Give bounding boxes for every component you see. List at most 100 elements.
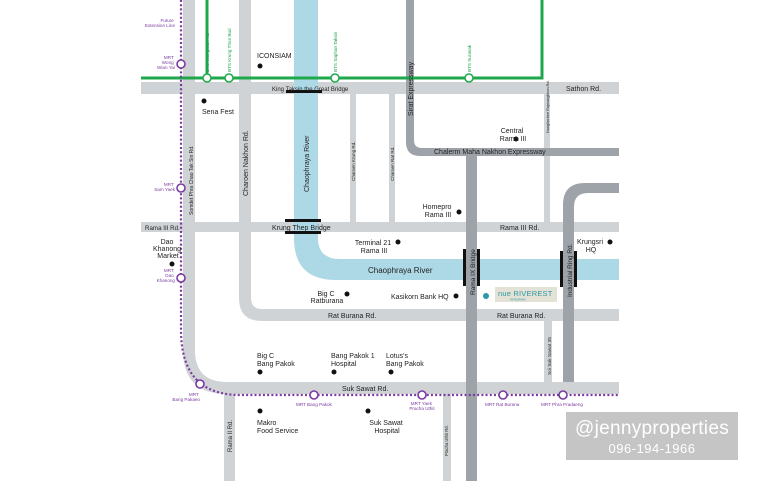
- label-mrt-dao-khanong: MRT Dao Khanong: [157, 268, 176, 283]
- charoen-nakhon-curve: [239, 298, 619, 321]
- bts-stations: [202, 73, 474, 83]
- label-bts-wongwian-yai: BTS Wongwian Yai: [205, 33, 210, 72]
- label-krung-thep-bridge: Krung Thep Bridge: [272, 225, 331, 232]
- sathon-road: [141, 82, 619, 94]
- label-industrial-ring-road: Industrial Ring Rd.: [567, 243, 574, 297]
- watermark: @jennyproperties 096-194-1966: [566, 412, 738, 460]
- project-marker[interactable]: nue RIVEREST RATBURANA: [483, 287, 557, 302]
- mrt-wong-wian-yai-marker: [176, 59, 186, 69]
- project-pin-icon: [483, 293, 489, 299]
- label-bts-surasak: BTS Surasak: [467, 44, 472, 72]
- rama9-bridge-mark-left: [463, 249, 466, 286]
- industrial-bridge-mark-right: [574, 251, 577, 287]
- label-pracha-uthit-road: Pracha Uthit Rd.: [444, 425, 449, 456]
- bang-pakok1-dot: [331, 369, 337, 375]
- mrt-rat-burana-marker: [498, 390, 508, 400]
- label-lotus: Lotus's Bang Pakok: [386, 353, 424, 368]
- label-somdet-road: Somdet Phra Chao Tak Sin Rd.: [189, 146, 195, 215]
- mrt-sam-yaek-marker: [176, 183, 186, 193]
- kasikorn-dot: [453, 293, 459, 299]
- terminal21-dot: [395, 239, 401, 245]
- label-sena-fest: Sena Fest: [202, 109, 234, 116]
- pracha-uthit-road: [443, 394, 451, 481]
- label-bigc-bang-pakok: Big C Bang Pakok: [257, 353, 295, 368]
- bts-station-surasak-marker: [464, 73, 474, 83]
- mrt-stations: [176, 59, 568, 400]
- bts-line-layer: [141, 0, 544, 80]
- suk-sawat-hospital-dot: [365, 408, 371, 414]
- bridges: [285, 90, 577, 287]
- label-bts-krung-thon-buri: BTS Krung Thon Buri: [227, 28, 232, 72]
- bigc-ratburana-dot: [344, 291, 350, 297]
- label-homepro: Homepro Rama III: [423, 204, 454, 219]
- river-vertical: [294, 0, 318, 240]
- mrt-line-path: [179, 0, 619, 397]
- label-bang-pakok1: Bang Pakok 1 Hospital: [331, 353, 377, 368]
- label-nanglinchee-road: Nanglinchee Rajmangkhon Rd.: [546, 80, 550, 133]
- river-layer: [294, 0, 619, 280]
- label-chaophraya-river-vertical: Chaophraya River: [304, 135, 311, 192]
- label-central-rama3: Central Rama III: [500, 128, 527, 143]
- suk-sawat-35-road: [544, 321, 552, 382]
- bts-station-saphan-taksin-marker: [330, 73, 340, 83]
- project-sub: RATBURANA: [510, 298, 526, 302]
- bts-line-horizontal: [141, 0, 544, 80]
- mrt-phra-pradaeng-marker: [558, 390, 568, 400]
- rama9-road: [466, 156, 477, 481]
- label-mrt-bang-pakaeo: MRT Bang Pakaeo: [172, 392, 200, 402]
- label-rama3-right: Rama III Rd.: [500, 225, 539, 232]
- dao-khanong-market-dot: [169, 261, 175, 267]
- label-mrt-wong-wian-yai: MRT Wong Wian Yai: [157, 55, 175, 70]
- rama2-road: [224, 394, 235, 481]
- label-bigc-ratburana: Big C Ratburana: [311, 291, 344, 305]
- central-rama3-dot: [513, 136, 519, 142]
- river-horizontal: [294, 238, 619, 280]
- mrt-bang-pakok-marker: [309, 390, 319, 400]
- krungsri-dot: [607, 239, 613, 245]
- lotus-dot: [388, 369, 394, 375]
- label-suk-sawat-road: Suk Sawat Rd.: [342, 386, 388, 393]
- watermark-handle: @jennyproperties: [575, 418, 729, 439]
- charoen-rat-road: [389, 94, 395, 222]
- industrial-ring-road: [563, 183, 619, 382]
- charoen-krung-road: [350, 94, 356, 222]
- industrial-bridge-mark-left: [560, 251, 563, 287]
- krung-thep-bridge-mark-bottom: [285, 231, 321, 234]
- label-krungsri: Krungsri HQ: [577, 239, 605, 254]
- mrt-yaek-pracha-marker: [417, 390, 427, 400]
- bts-station-krung-thon-buri-marker: [224, 73, 234, 83]
- nanglinchee-road: [544, 94, 550, 222]
- label-charoen-krung-road: Charoen Krung Rd.: [351, 141, 356, 181]
- label-rama2-road: Rama II Rd.: [228, 420, 234, 452]
- rama3-road: [141, 222, 619, 232]
- label-mrt-sam-yaek: MRT Sam Yaek: [154, 182, 175, 192]
- mrt-line-layer: [179, 0, 619, 397]
- label-king-taksin-bridge: King Taksin the Great Bridge: [272, 87, 349, 93]
- label-rat-burana-right: Rat Burana Rd.: [497, 313, 545, 320]
- label-dao-khanong-market: Dao Khanong Market: [153, 239, 183, 260]
- label-makro: Makro Food Service: [257, 420, 298, 435]
- bts-station-wongwian-yai-marker: [202, 73, 212, 83]
- krung-thep-bridge-mark-top: [285, 219, 321, 222]
- project-box: [495, 287, 557, 302]
- label-mrt-bang-pakok: MRT Bang Pakok: [296, 402, 333, 407]
- label-charoen-nakhon-road: Charoen Nakhon Rd.: [243, 130, 250, 196]
- label-sirat-expressway: Sirat Expressway: [408, 61, 415, 116]
- label-charoen-rat-road: Charoen Rat Rd.: [390, 147, 395, 181]
- label-bts-saphan-taksin: BTS Saphan Taksin: [333, 31, 338, 72]
- label-chaophraya-river: Chaophraya River: [368, 266, 433, 275]
- label-sathon-road: Sathon Rd.: [566, 86, 601, 93]
- king-taksin-bridge-mark: [286, 90, 322, 93]
- label-rama9-bridge: Rama IX Bridge: [470, 249, 477, 295]
- poi-dots: [169, 63, 613, 414]
- homepro-dot: [456, 209, 462, 215]
- label-mrt-rat-burana: MRT Rat Burana: [485, 402, 520, 407]
- mrt-bang-pakaeo-marker: [195, 379, 205, 389]
- label-rat-burana-left: Rat Burana Rd.: [328, 313, 376, 320]
- label-kasikorn: Kasikorn Bank HQ: [391, 294, 449, 301]
- makro-dot: [257, 408, 263, 414]
- watermark-phone: 096-194-1966: [608, 441, 696, 456]
- rama9-bridge-mark-right: [477, 249, 480, 286]
- mrt-dao-khanong-marker: [176, 273, 186, 283]
